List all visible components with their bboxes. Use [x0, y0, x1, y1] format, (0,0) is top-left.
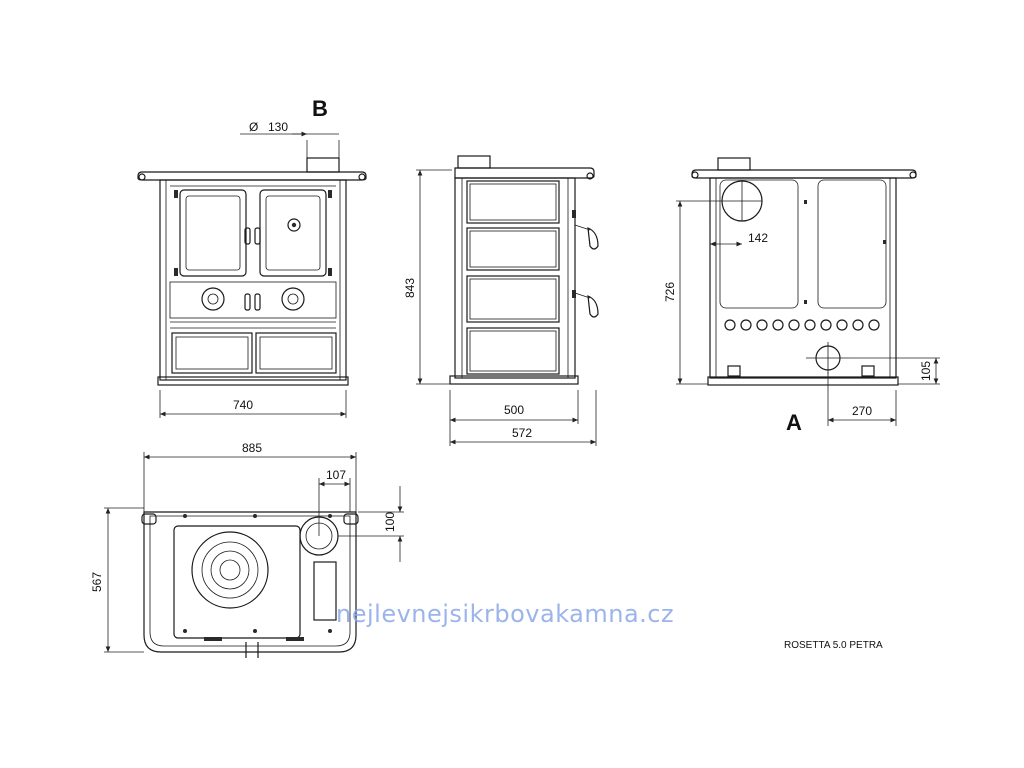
air-inlet-offset-label: 270 — [852, 404, 872, 418]
view-a-label: A — [786, 410, 802, 435]
top-width-label: 885 — [242, 441, 262, 455]
side-dimensions: 843 500 572 — [403, 169, 597, 446]
flue-offset-top-x-label: 107 — [326, 468, 346, 482]
top-depth-label: 567 — [90, 572, 104, 592]
front-view — [137, 157, 367, 386]
back-height-label: 726 — [663, 282, 677, 302]
side-inner-width-label: 500 — [504, 403, 524, 417]
flue-offset-top-y-label: 100 — [383, 512, 397, 532]
watermark-text: nejlevnejsikrbovakamna.cz — [336, 600, 674, 628]
side-view — [449, 155, 599, 385]
back-dimensions: 726 142 105 270 A — [663, 200, 940, 435]
model-caption: ROSETTA 5.0 PETRA — [784, 640, 883, 651]
view-b-label: B — [312, 96, 328, 121]
top-dimensions: 885 567 107 100 — [90, 441, 404, 653]
top-view — [141, 511, 359, 658]
vent-holes — [724, 319, 880, 331]
side-height-label: 843 — [403, 278, 417, 298]
air-inlet-height-label: 105 — [919, 361, 933, 381]
back-view — [691, 157, 917, 386]
flue-diameter-symbol: Ø — [249, 120, 258, 134]
side-outer-width-label: 572 — [512, 426, 532, 440]
flue-offset-back-label: 142 — [748, 231, 768, 245]
front-width-label: 740 — [233, 398, 253, 412]
flue-diameter-label: 130 — [268, 120, 288, 134]
front-dimensions: 740 Ø 130 B — [159, 96, 347, 418]
